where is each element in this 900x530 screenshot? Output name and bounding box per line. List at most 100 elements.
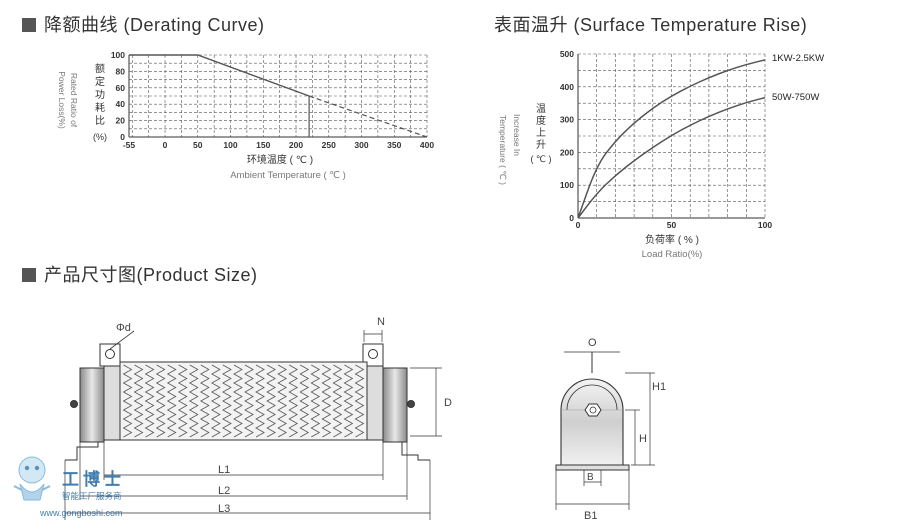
- derating-x-tick: 200: [289, 140, 303, 150]
- left-terminal-hole: [105, 349, 115, 359]
- right-bolt-icon: [407, 400, 415, 408]
- derating-grid: [128, 54, 428, 138]
- derating-x-tick: 100: [223, 140, 237, 150]
- coil-winding-column: [310, 364, 321, 438]
- temp-x-tick: 50: [667, 220, 677, 230]
- temp-x-tick: 0: [576, 220, 581, 230]
- label-l2: L2: [218, 485, 230, 497]
- coil-winding-column: [199, 364, 210, 438]
- coil-winding-column: [266, 364, 276, 438]
- derating-x-tick: 150: [256, 140, 270, 150]
- temperature-grid: [577, 53, 766, 219]
- coil-winding-column: [177, 364, 188, 438]
- derating-dashed-line: [308, 95, 428, 138]
- derating-ylabel-char: 额: [95, 62, 105, 75]
- derating-ylabel-en-2: Power Loss(%): [57, 71, 67, 129]
- derating-x-tick: 400: [420, 140, 434, 150]
- derating-y-tick: 40: [116, 99, 126, 109]
- size-title-text: 产品尺寸图(Product Size): [44, 265, 258, 285]
- right-tube-end: [366, 361, 384, 441]
- derating-ylabel-char: 功: [95, 89, 105, 101]
- temp-y-tick: 0: [569, 213, 574, 223]
- coil-winding-column: [155, 364, 166, 438]
- watermark-subtitle: 智能工厂服务商: [62, 491, 122, 501]
- label-b1: B1: [584, 510, 597, 522]
- front-bracket: [560, 378, 624, 466]
- coil-winding-column: [321, 364, 332, 438]
- derating-x-tick: 50: [193, 140, 203, 150]
- left-tube-end: [103, 361, 121, 441]
- right-foot: [401, 442, 430, 461]
- coil-winding-column: [343, 364, 354, 438]
- coil-winding-column: [211, 364, 221, 438]
- temp-y-tick: 100: [560, 180, 574, 190]
- coil-winding-column: [332, 364, 343, 438]
- temp-xlabel-cn: 负荷率 ( % ): [645, 233, 699, 246]
- right-terminal-hole: [368, 349, 378, 359]
- temp-ylabel-unit: ( ℃ ): [530, 154, 551, 164]
- series-label-1kw: 1KW-2.5KW: [772, 53, 824, 64]
- derating-y-tick: 100: [111, 50, 125, 60]
- derating-ylabel-char: 比: [95, 115, 105, 127]
- coil-winding-column: [144, 364, 155, 438]
- label-o: O: [588, 337, 597, 349]
- coil-winding-column: [122, 364, 133, 438]
- robot-head-icon: [18, 456, 46, 484]
- coil-winding-column: [233, 364, 243, 438]
- coil-winding-column: [288, 364, 299, 438]
- temperature-title-text: 表面温升 (Surface Temperature Rise): [494, 15, 808, 35]
- derating-ylabel-char: 耗: [95, 102, 105, 114]
- derating-y-tick: 20: [116, 116, 126, 126]
- derating-x-tick: 350: [387, 140, 401, 150]
- phid-leader: [109, 330, 135, 350]
- size-section-title: 产品尺寸图(Product Size): [22, 261, 258, 287]
- series-label-50w: 50W-750W: [772, 92, 819, 103]
- coil-winding-column: [354, 364, 365, 438]
- coil-winding-column: [299, 364, 310, 438]
- resistor-front-view: [555, 351, 655, 510]
- derating-ylabel-cn: 额 定 功 耗 比 (%): [93, 62, 107, 142]
- curve-1kw-2-5kw: [577, 59, 766, 219]
- label-b: B: [587, 472, 594, 483]
- front-nut-hole: [589, 406, 597, 414]
- side-view-labels: Φd N D L1 L2 L3: [116, 316, 452, 515]
- derating-ylabel-char: 定: [95, 75, 105, 88]
- derating-lines: [129, 54, 428, 138]
- right-end-cap: [382, 367, 408, 443]
- temp-ylabel-cn: 温 度 上 升 ( ℃ ): [530, 103, 551, 164]
- temp-ylabel-en-1: Increase In: [512, 114, 522, 156]
- left-end-cap: [79, 367, 105, 443]
- front-base-plate: [555, 464, 630, 471]
- watermark-brand: 工博士: [62, 469, 125, 489]
- temp-y-tick: 400: [560, 82, 574, 92]
- temp-ylabel-char: 升: [536, 139, 546, 151]
- section-square-icon: [22, 18, 36, 32]
- label-n: N: [377, 316, 385, 328]
- resistor-side-view: [64, 330, 442, 520]
- temperature-section-title: 表面温升 (Surface Temperature Rise): [494, 11, 807, 37]
- temp-xlabel-en: Load Ratio(%): [642, 249, 703, 260]
- robot-arm-icon: [13, 485, 23, 491]
- coil-winding-column: [255, 364, 265, 438]
- coil-winding-column: [222, 364, 232, 438]
- derating-y-tick: 80: [116, 66, 126, 76]
- temp-y-tick: 300: [560, 115, 574, 125]
- derating-xlabel-en: Ambient Temperature ( ℃ ): [230, 170, 346, 181]
- label-h1: H1: [652, 381, 666, 393]
- derating-x-tick: -55: [123, 140, 136, 150]
- label-l1: L1: [218, 464, 230, 476]
- temp-ylabel-en-2: Temperature ( ℃ ): [498, 115, 508, 185]
- left-bolt-icon: [70, 400, 78, 408]
- watermark-logo: 工博士 智能工厂服务商 www.gongboshi.com: [13, 456, 125, 518]
- temp-ylabel-char: 度: [536, 114, 546, 127]
- temp-y-tick: 200: [560, 147, 574, 157]
- coil-winding-column: [244, 364, 254, 438]
- derating-ylabel-unit: (%): [93, 132, 107, 142]
- robot-eye-icon: [34, 465, 40, 471]
- robot-arm-icon: [41, 485, 51, 491]
- derating-title-text: 降额曲线 (Derating Curve): [44, 15, 265, 35]
